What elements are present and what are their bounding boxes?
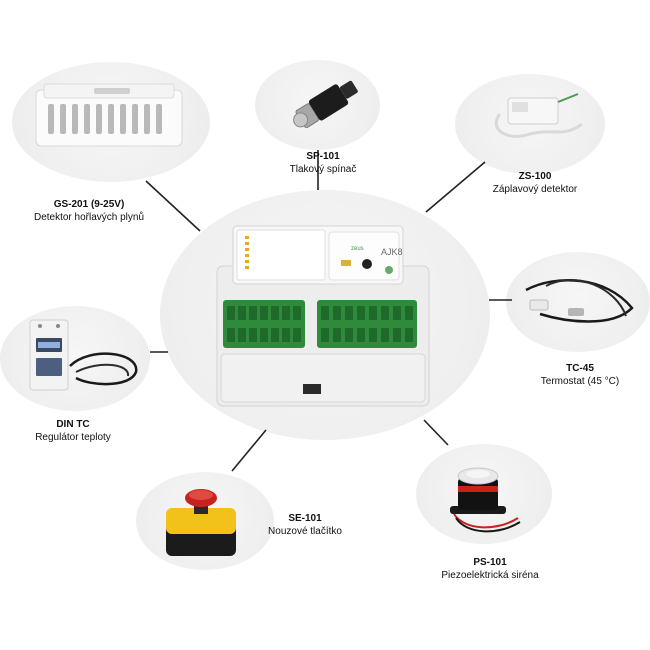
label-ps101: PS-101 Piezoelektrická siréna bbox=[420, 556, 560, 582]
label-tc45: TC-45 Termostat (45 °C) bbox=[520, 362, 640, 388]
module-brand: AJK8 bbox=[381, 247, 403, 257]
label-sp101-code: SP-101 bbox=[306, 151, 340, 162]
label-sp101: SP-101 Tlakový spínač bbox=[268, 150, 378, 176]
label-gs201-desc: Detektor hořlavých plynů bbox=[33, 212, 145, 223]
label-tc45-code: TC-45 bbox=[566, 363, 594, 374]
connector-zs100 bbox=[425, 161, 486, 213]
label-dintc-code: DIN TC bbox=[56, 419, 90, 430]
label-se101-code: SE-101 bbox=[288, 513, 322, 524]
blob-dintc bbox=[0, 306, 150, 411]
label-dintc: DIN TC Regulátor teploty bbox=[8, 418, 138, 444]
label-ps101-code: PS-101 bbox=[473, 557, 507, 568]
label-zs100-desc: Záplavový detektor bbox=[492, 184, 578, 195]
gas-detector-image bbox=[35, 83, 183, 147]
label-zs100-code: ZS-100 bbox=[518, 171, 552, 182]
connector-gs201 bbox=[145, 180, 201, 232]
module-small-text: zeus bbox=[351, 246, 364, 252]
controller-module-image: zeus AJK8 bbox=[216, 225, 430, 407]
pressure-switch-image bbox=[293, 80, 358, 129]
din-regulator-image bbox=[29, 319, 138, 391]
emergency-button-image bbox=[166, 489, 236, 556]
label-tc45-desc: Termostat (45 °C) bbox=[540, 376, 620, 387]
piezo-siren-image bbox=[450, 467, 521, 533]
thermostat-cable-image bbox=[525, 278, 634, 323]
connector-ps101 bbox=[423, 419, 449, 446]
label-se101-desc: Nouzové tlačítko bbox=[268, 526, 342, 537]
label-gs201-code: GS-201 (9-25V) bbox=[53, 199, 125, 210]
label-se101: SE-101 Nouzové tlačítko bbox=[240, 512, 370, 538]
label-zs100: ZS-100 Záplavový detektor bbox=[470, 170, 600, 196]
connector-se101 bbox=[231, 429, 267, 472]
flood-detector-image bbox=[494, 93, 583, 138]
label-sp101-desc: Tlakový spínač bbox=[289, 164, 357, 175]
label-dintc-desc: Regulátor teploty bbox=[35, 432, 111, 443]
label-gs201: GS-201 (9-25V) Detektor hořlavých plynů bbox=[14, 198, 164, 224]
label-ps101-desc: Piezoelektrická siréna bbox=[441, 570, 539, 581]
